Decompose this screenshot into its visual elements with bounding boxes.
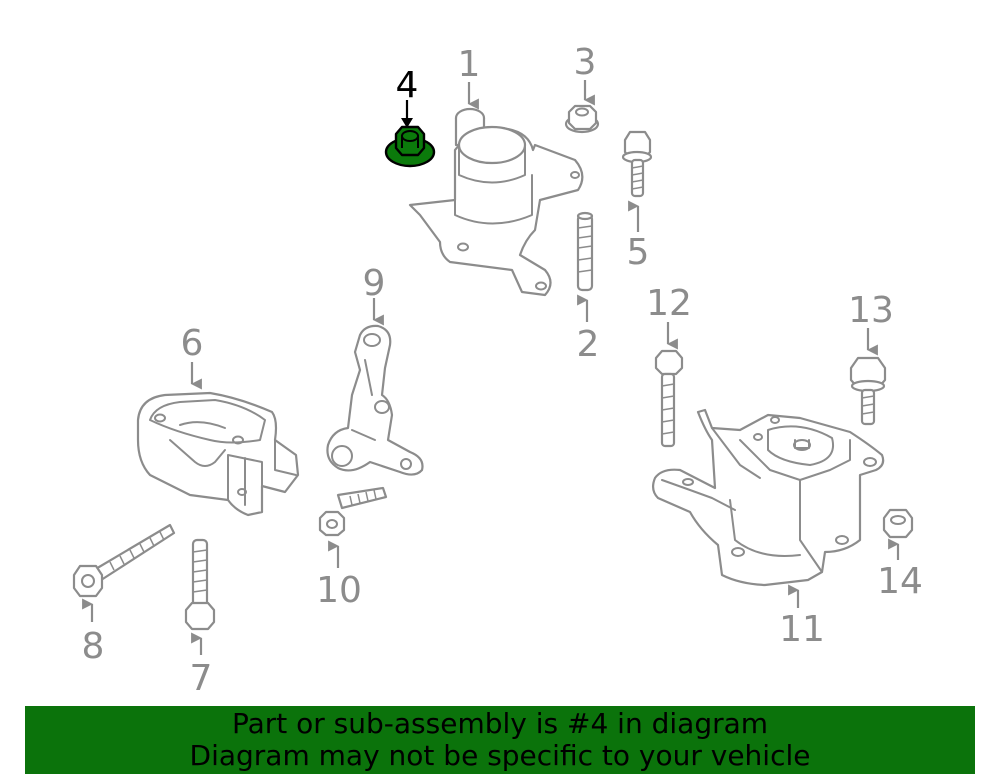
- callout-2: 2: [577, 324, 600, 365]
- arrow-4-head: [401, 118, 413, 128]
- callout-4: 4: [396, 65, 419, 106]
- part-9-bracket[interactable]: [326, 324, 424, 476]
- callout-6: 6: [181, 323, 204, 364]
- part-3-nut[interactable]: [564, 104, 600, 134]
- banner-line-1: Part or sub-assembly is #4 in diagram: [231, 707, 769, 740]
- parts-diagram: 1 2 3 4 5 6 7 8 9 10 11 12 13 14: [72, 42, 923, 699]
- callout-8: 8: [82, 626, 105, 667]
- callout-3: 3: [574, 42, 597, 83]
- callout-1: 1: [458, 44, 481, 85]
- part-6-transmission-mount[interactable]: [136, 391, 300, 517]
- part-2-stud[interactable]: [576, 211, 594, 292]
- callout-arrows: [82, 80, 900, 655]
- callout-5: 5: [627, 232, 650, 273]
- callout-labels: 1 2 3 4 5 6 7 8 9 10 11 12 13 14: [82, 42, 923, 699]
- part-13-bolt[interactable]: [849, 356, 887, 426]
- part-7-bolt[interactable]: [184, 538, 216, 631]
- part-12-bolt[interactable]: [654, 349, 684, 448]
- part-4-nut-highlighted[interactable]: [384, 125, 436, 168]
- callout-11: 11: [779, 609, 825, 650]
- part-5-bolt[interactable]: [621, 130, 653, 198]
- callout-7: 7: [190, 658, 213, 699]
- part-8-bolt[interactable]: [72, 523, 176, 598]
- banner-line-2: Diagram may not be specific to your vehi…: [189, 739, 811, 772]
- info-banner: Part or sub-assembly is #4 in diagram Di…: [25, 706, 975, 774]
- part-11-mount-bracket[interactable]: [651, 408, 885, 587]
- part-10-bolt[interactable]: [318, 486, 388, 537]
- callout-13: 13: [848, 290, 894, 331]
- part-14-nut[interactable]: [882, 508, 914, 539]
- callout-12: 12: [646, 283, 692, 324]
- callout-9: 9: [363, 263, 386, 304]
- part-1-engine-mount[interactable]: [408, 107, 584, 297]
- callout-14: 14: [877, 561, 923, 602]
- callout-10: 10: [316, 570, 362, 611]
